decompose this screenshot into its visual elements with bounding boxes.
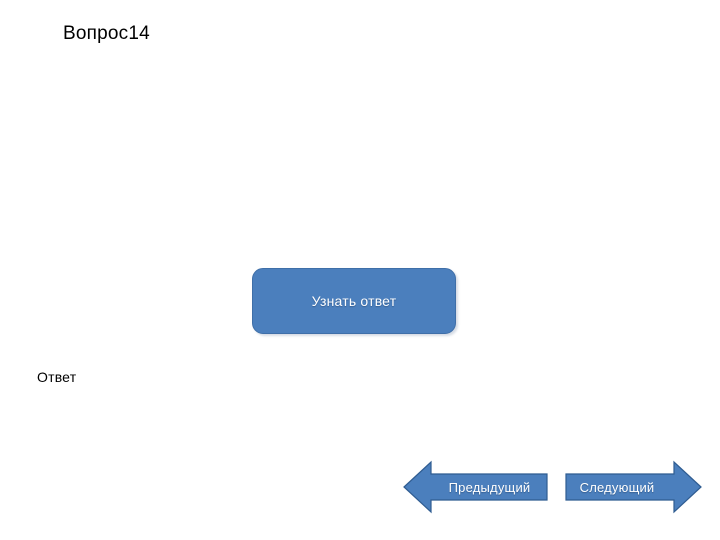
reveal-answer-button-label: Узнать ответ — [311, 293, 397, 309]
next-button[interactable]: Следующий — [565, 460, 702, 514]
page-title: Вопрос14 — [63, 23, 150, 44]
arrow-right-icon — [565, 460, 702, 514]
reveal-answer-button[interactable]: Узнать ответ — [252, 268, 456, 334]
answer-label: Ответ — [37, 369, 77, 385]
previous-button[interactable]: Предыдущий — [403, 460, 548, 514]
arrow-left-icon — [403, 460, 548, 514]
